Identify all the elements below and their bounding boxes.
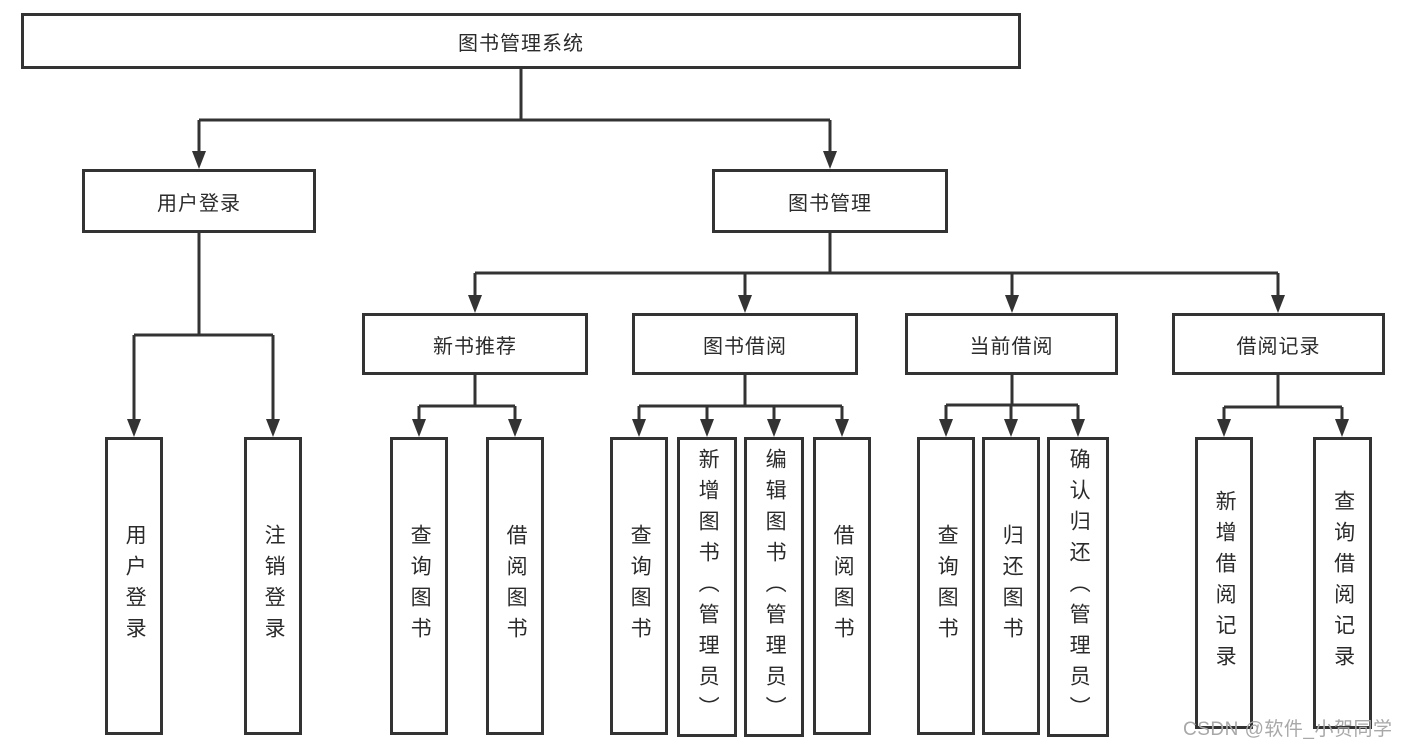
node-label: 图书管理 [788,192,872,215]
node-library-management-system: 图书管理系统 [21,13,1021,69]
leaf-return-books: 归还图书 [982,437,1040,735]
node-borrowing-records: 借阅记录 [1172,313,1385,375]
node-label: 编辑图书（管理员） [763,447,787,727]
leaf-query-books-1: 查询图书 [390,437,448,735]
node-label: 借阅图书 [504,524,528,648]
node-label: 用户登录 [123,524,147,648]
leaf-logout: 注销登录 [244,437,302,735]
leaf-borrow-books-2: 借阅图书 [813,437,871,735]
node-label: 查询图书 [935,524,959,648]
leaf-query-books-2: 查询图书 [610,437,668,735]
node-label: 用户登录 [157,192,241,215]
node-new-book-recommend: 新书推荐 [362,313,588,375]
leaf-edit-book-admin: 编辑图书（管理员） [744,437,804,737]
down-arrowhead-icons [127,151,1349,437]
leaf-query-borrow-record: 查询借阅记录 [1313,437,1372,729]
node-label: 查询借阅记录 [1331,490,1355,676]
node-label: 归还图书 [1000,524,1024,648]
node-label: 图书管理系统 [458,32,584,55]
node-label: 查询图书 [628,524,652,648]
node-label: 当前借阅 [969,335,1054,358]
node-label: 借阅记录 [1236,335,1321,358]
node-user-login: 用户登录 [82,169,316,233]
leaf-confirm-return-admin: 确认归还（管理员） [1047,437,1109,737]
node-current-borrowing: 当前借阅 [905,313,1118,375]
node-book-borrowing: 图书借阅 [632,313,858,375]
node-label: 确认归还（管理员） [1067,447,1091,727]
node-label: 图书借阅 [703,335,787,358]
leaf-add-book-admin: 新增图书（管理员） [677,437,737,737]
leaf-user-login: 用户登录 [105,437,163,735]
node-label: 查询图书 [408,524,432,648]
csdn-watermark: CSDN @软件_小贺同学 [1183,719,1393,740]
connector-lines [132,69,1344,422]
leaf-query-books-3: 查询图书 [917,437,975,735]
leaf-add-borrow-record: 新增借阅记录 [1195,437,1253,729]
node-label: 新增借阅记录 [1213,490,1237,676]
node-label: 新增图书（管理员） [696,447,720,727]
node-label: 注销登录 [262,524,286,648]
node-book-management: 图书管理 [712,169,948,233]
leaf-borrow-books-1: 借阅图书 [486,437,544,735]
node-label: 借阅图书 [831,524,855,648]
node-label: 新书推荐 [433,335,517,358]
